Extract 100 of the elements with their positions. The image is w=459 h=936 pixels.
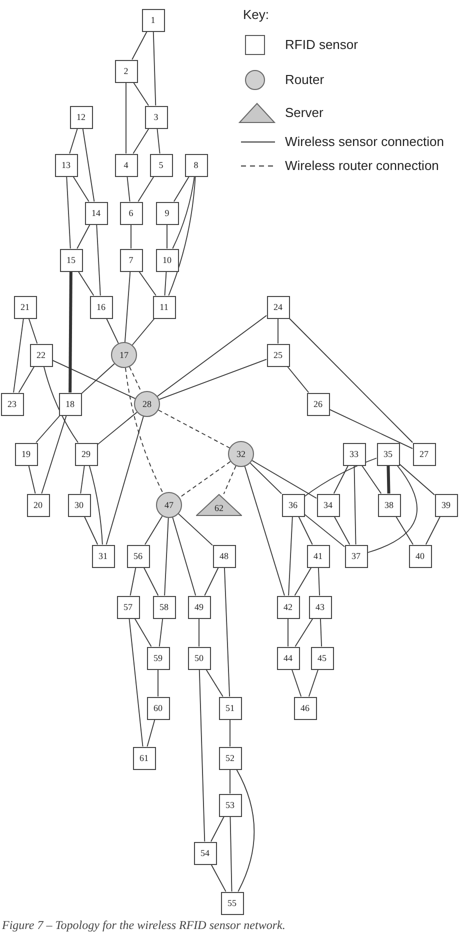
connection-line (172, 176, 195, 249)
sensor-box: 20 (26, 494, 50, 516)
connection-line (146, 719, 156, 747)
connection-line (41, 415, 67, 494)
sensor-box: 38 (378, 494, 400, 516)
connection-line (286, 366, 310, 393)
connection-line (236, 769, 255, 892)
sensor-box: 31 (92, 544, 114, 568)
connection-line (230, 816, 232, 892)
sensor-box: 36 (282, 494, 304, 516)
connection-line (294, 567, 312, 596)
connection-line (78, 271, 94, 296)
connection-line (80, 465, 85, 494)
sensor-box: 33 (342, 442, 366, 466)
sensor-box: 9 (156, 202, 178, 224)
connection-line (320, 618, 322, 647)
legend-label: Router (285, 72, 324, 87)
connection-line (84, 516, 98, 545)
router-circle: 28 (134, 391, 160, 417)
connection-line (166, 224, 168, 249)
sensor-box: 37 (344, 544, 368, 568)
connection-line (130, 224, 132, 249)
connection-line (126, 176, 130, 202)
sensor-box: 52 (218, 746, 242, 770)
connection-line (97, 412, 138, 446)
connection-line (174, 176, 190, 202)
connection-line (132, 31, 148, 60)
connection-line (157, 315, 267, 397)
connection-line (130, 567, 136, 596)
connection-line (223, 465, 236, 494)
connection-line (88, 465, 103, 545)
connection-line (69, 128, 78, 154)
connection-line (82, 128, 95, 202)
connection-line (308, 669, 319, 697)
legend-label: Wireless router connection (285, 158, 439, 173)
connection-line (318, 567, 320, 596)
connection-line (288, 516, 293, 596)
legend-title: Key: (243, 7, 270, 22)
connection-line (156, 128, 160, 154)
connection-line (168, 176, 196, 296)
sensor-box: 59 (146, 646, 170, 670)
connection-line (210, 864, 226, 892)
sensor-box: 35 (376, 442, 400, 466)
connection-line (158, 358, 267, 400)
sensor-box: 24 (266, 296, 290, 318)
connection-line (138, 176, 154, 202)
sensor-box: 43 (308, 596, 332, 618)
connection-line (198, 618, 200, 647)
connection-line (210, 816, 224, 842)
connection-line (36, 415, 60, 443)
connection-line (164, 518, 169, 596)
connection-line (367, 465, 418, 554)
connection-line (298, 516, 313, 545)
sensor-box: 46 (294, 696, 316, 720)
connection-line (329, 408, 413, 450)
connection-line (291, 669, 302, 697)
connection-line (124, 271, 131, 342)
connection-line (204, 567, 219, 596)
connection-line (164, 271, 167, 296)
figure-caption: Figure 7 – Topology for the wireless RFID sensor network. (2, 918, 286, 933)
router-circle: 17 (111, 342, 137, 368)
sensor-box: 57 (116, 596, 140, 618)
sensor-box: 42 (276, 596, 300, 618)
sensor-box: 30 (68, 494, 90, 516)
sensor-box: 4 (114, 154, 138, 176)
legend-label: Server (285, 105, 324, 120)
connection-line (66, 176, 71, 249)
connection-line (76, 224, 90, 249)
sensor-box: 40 (408, 544, 432, 568)
sensor-box: 5 (150, 154, 172, 176)
sensor-box: 10 (156, 248, 178, 272)
sensor-box: 53 (218, 794, 242, 816)
sensor-box: 50 (188, 646, 210, 670)
sensor-box: 34 (316, 494, 340, 516)
sensor-box: 29 (74, 442, 98, 466)
connection-line (179, 461, 231, 498)
connection-line (28, 465, 36, 494)
sensor-box: 45 (310, 646, 334, 670)
connection-line (106, 416, 144, 545)
sensor-box: 39 (434, 494, 458, 516)
connection-line (144, 516, 163, 545)
connection-line (425, 516, 441, 545)
connection-line (288, 318, 414, 443)
connection-line (43, 366, 78, 443)
sensor-box: 48 (212, 544, 236, 568)
connection-line (96, 224, 101, 296)
connection-line (304, 514, 345, 548)
connection-line (250, 462, 282, 494)
connection-line (125, 367, 164, 494)
connection-line (333, 465, 349, 494)
connection-line (252, 460, 317, 499)
sensor-box: 19 (14, 442, 38, 466)
sensor-box: 18 (58, 392, 82, 416)
sensor-box: 3 (144, 106, 168, 128)
connection-line (132, 128, 150, 154)
connection-line (294, 618, 314, 647)
sensor-box: 15 (60, 248, 82, 272)
legend-label: Wireless sensor connection (285, 134, 444, 149)
connection-line (244, 466, 285, 596)
connection-line (28, 318, 38, 344)
